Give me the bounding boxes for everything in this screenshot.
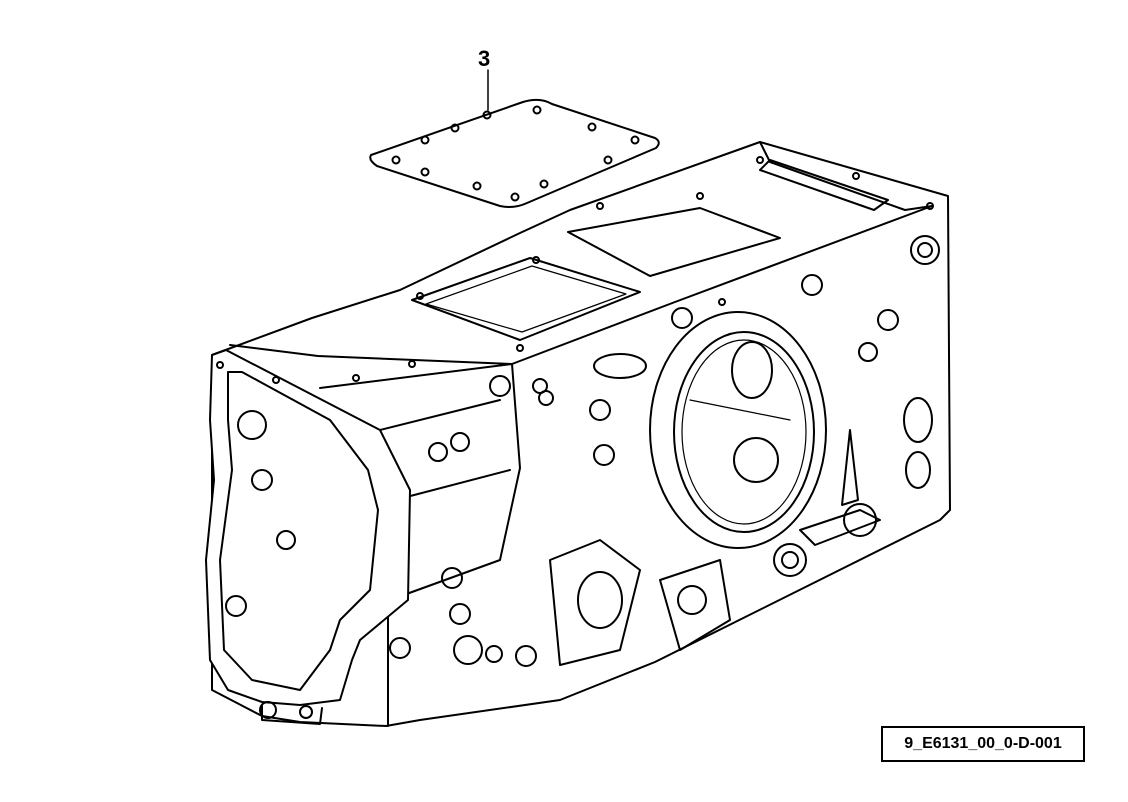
callout-label-part-3: 3 xyxy=(478,46,491,71)
drawing-reference-code: 9_E6131_00_0-D-001 xyxy=(881,726,1085,762)
transmission-housing xyxy=(205,141,951,727)
cover-plate xyxy=(369,98,660,208)
